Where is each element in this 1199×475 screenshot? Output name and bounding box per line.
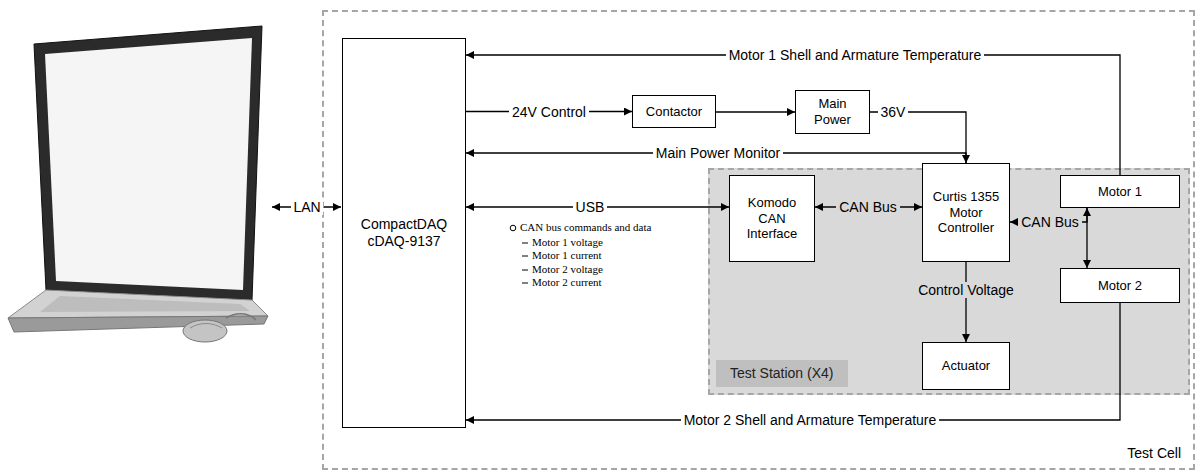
- edge-label-holder: Main Power Monitor: [653, 145, 784, 161]
- label-holder: Motor 2 voltage: [532, 263, 603, 276]
- edge-label: CAN Bus: [836, 199, 900, 215]
- box-text: Contactor: [646, 104, 702, 120]
- label-holder: CAN bus commands and data: [520, 221, 651, 234]
- box-text: Komodo CAN Interface: [735, 195, 809, 242]
- note-item: Motor 1 voltage: [532, 236, 603, 249]
- edge-label: Control Voltage: [915, 282, 1017, 298]
- note-item: Motor 2 current: [532, 276, 602, 289]
- edge-label-holder: Motor 1 Shell and Armature Temperature: [726, 47, 985, 63]
- actuator-box: Actuator: [922, 342, 1010, 390]
- edge-label-holder: CAN Bus: [836, 199, 900, 215]
- signal-connector: [466, 55, 1120, 175]
- laptop: [8, 26, 268, 342]
- label-holder: Motor 1 current: [532, 249, 602, 262]
- motor-box: Motor 1: [1060, 175, 1180, 208]
- signal-connector: [1086, 208, 1087, 268]
- edge-label-holder: 36V: [878, 104, 909, 120]
- box-text: Motor 2: [1098, 278, 1142, 294]
- motor-box: Motor 2: [1060, 268, 1180, 303]
- label-holder: Motor 2 current: [532, 276, 602, 289]
- test-cell-region: Test CellCompactDAQ cDAQ-9137ContactorMa…: [322, 10, 1195, 470]
- box-text: Actuator: [942, 358, 990, 374]
- label-holder: Motor 1 voltage: [532, 236, 603, 249]
- power-box: Main Power: [795, 90, 870, 134]
- signal-connector: [965, 262, 966, 342]
- region-title: Test Cell: [1127, 445, 1181, 462]
- edge-label: 24V Control: [509, 104, 589, 120]
- region-label-holder: Test Cell: [1127, 445, 1181, 462]
- dash-mark: [522, 256, 528, 257]
- dash-mark: [522, 243, 528, 244]
- box-text: Curtis 1355 Motor Controller: [928, 189, 1004, 236]
- bullet-mark: [510, 225, 516, 231]
- edge-label: 36V: [878, 104, 909, 120]
- note-item: Motor 2 voltage: [532, 263, 603, 276]
- interface-box: Komodo CAN Interface: [729, 175, 815, 262]
- edge-label-holder: 24V Control: [509, 104, 589, 120]
- note-item: Motor 1 current: [532, 249, 602, 262]
- region-title: Test Station (X4): [730, 365, 834, 382]
- dash-mark: [522, 270, 528, 271]
- edge-label-holder: USB: [573, 199, 608, 215]
- link-label: LAN: [291, 199, 322, 215]
- station-label-box: Test Station (X4): [716, 360, 848, 387]
- edge-label: USB: [573, 199, 608, 215]
- controller-box: Curtis 1355 Motor Controller: [922, 163, 1010, 262]
- edge-label: Motor 1 Shell and Armature Temperature: [726, 47, 985, 63]
- edge-label-holder: Motor 2 Shell and Armature Temperature: [681, 412, 940, 428]
- dash-mark: [522, 283, 528, 284]
- contactor-box: Contactor: [632, 95, 716, 128]
- edge-label-holder: CAN Bus: [1018, 214, 1082, 230]
- daq-box: CompactDAQ cDAQ-9137: [342, 38, 466, 428]
- edge-label: CAN Bus: [1018, 214, 1082, 230]
- box-text: CompactDAQ cDAQ-9137: [348, 216, 460, 250]
- signal-connector: [466, 303, 1120, 420]
- edge-label-holder: Control Voltage: [915, 282, 1017, 298]
- box-text: Main Power: [801, 96, 864, 127]
- note-text: CAN bus commands and data: [520, 221, 651, 234]
- box-text: Motor 1: [1098, 184, 1142, 200]
- edge-label: Motor 2 Shell and Armature Temperature: [681, 412, 940, 428]
- signal-connector: [716, 111, 795, 112]
- label-holder: LAN: [291, 199, 322, 215]
- edge-label: Main Power Monitor: [653, 145, 784, 161]
